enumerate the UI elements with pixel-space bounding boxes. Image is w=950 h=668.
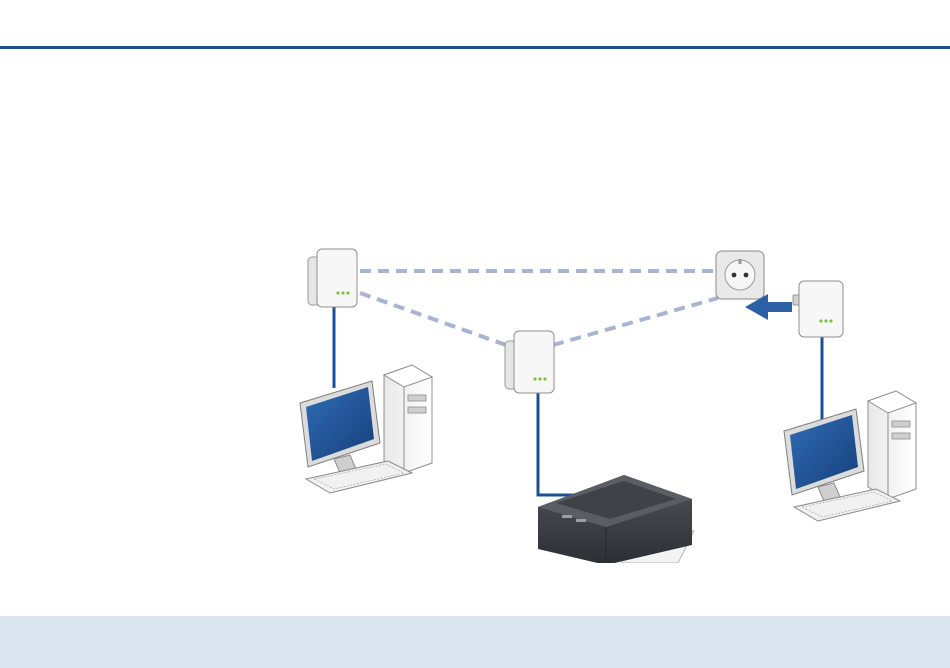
printer-icon	[538, 475, 694, 563]
wall-socket-icon	[716, 251, 764, 299]
powerline-adapter-icon	[793, 281, 843, 337]
computer-left	[300, 365, 432, 493]
footer-band	[0, 616, 950, 668]
powerline-adapter-icon	[505, 331, 554, 393]
computer-right	[784, 391, 916, 521]
adapter-center	[505, 331, 554, 393]
link-adapter-left-to-center	[360, 293, 506, 345]
powerline-adapter-icon	[308, 249, 357, 307]
adapter-right	[793, 281, 843, 337]
diagram-canvas	[298, 243, 918, 563]
desktop-computer-icon	[300, 365, 432, 493]
link-center-to-socket	[553, 298, 718, 345]
header-rule	[0, 46, 950, 49]
cable-adapter-center-to-printer	[538, 393, 578, 495]
printer	[538, 475, 694, 563]
wall-socket	[716, 251, 764, 299]
powerline-network-diagram	[298, 243, 918, 563]
adapter-left	[308, 249, 357, 307]
desktop-computer-icon	[784, 391, 916, 521]
